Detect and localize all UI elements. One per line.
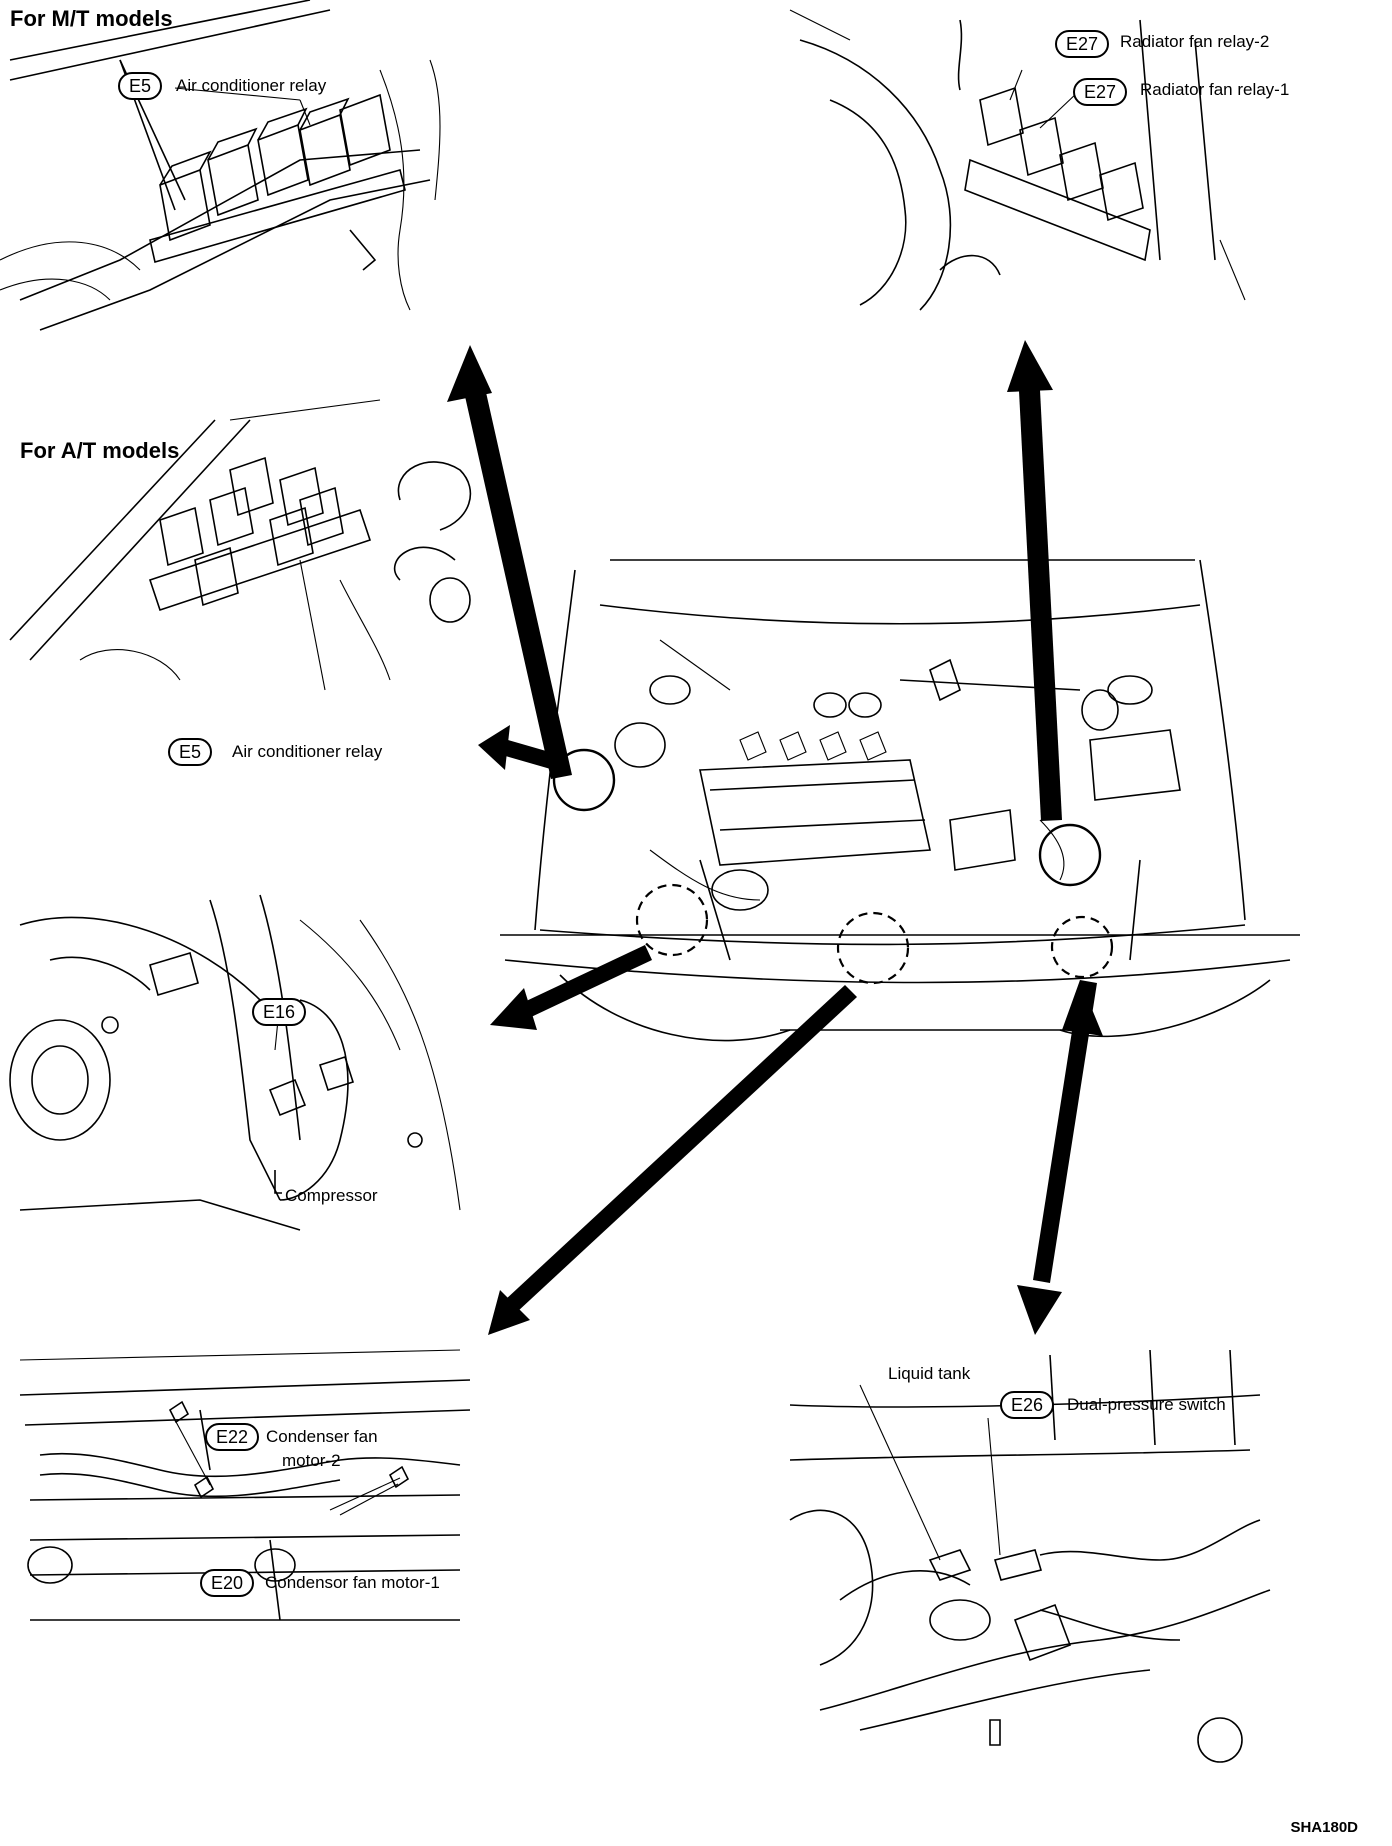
liquid-tank-illustration (789, 1349, 1271, 1763)
at-air-conditioner-relay-label: Air conditioner relay (232, 742, 383, 761)
condenser-fan-illustration (19, 1349, 471, 1621)
e26-connector-tag: E26 (1000, 1391, 1055, 1419)
e22-connector-tag: E22 (205, 1423, 260, 1451)
at-relay-cluster (148, 456, 372, 612)
e27-relay1-connector-tag: E27 (1073, 78, 1128, 106)
condenser-fan-motor-2-label-line1: Condenser fan (266, 1427, 378, 1446)
engine-block (699, 692, 931, 866)
e16-connector-tag: E16 (252, 998, 307, 1026)
at-models-heading: For A/T models (20, 438, 180, 463)
at-e5-connector-tag: E5 (168, 738, 213, 766)
callout-circles (552, 748, 1114, 985)
engine-bay-illustration (500, 559, 1300, 1042)
mt-relay-illustration (0, 0, 441, 331)
mt-relay-row (149, 93, 406, 264)
at-relay-illustration (9, 399, 472, 691)
arrows (447, 340, 1103, 1335)
mt-air-conditioner-relay-label: Air conditioner relay (176, 76, 327, 95)
condensor-fan-motor-1-label: Condensor fan motor-1 (265, 1573, 440, 1592)
dual-pressure-switch-label: Dual-pressure switch (1067, 1395, 1226, 1414)
radiator-fan-relay-illustration (789, 9, 1246, 311)
radiator-fan-relay-2-label: Radiator fan relay-2 (1120, 32, 1270, 51)
e27-relay2-connector-tag: E27 (1055, 30, 1110, 58)
compressor-illustration (9, 894, 461, 1231)
radiator-fan-relay-1-label: Radiator fan relay-1 (1140, 80, 1290, 99)
e20-connector-tag: E20 (200, 1569, 255, 1597)
mt-models-heading: For M/T models (10, 6, 173, 31)
mt-e5-connector-tag: E5 (118, 72, 163, 100)
compressor-label: Compressor (285, 1186, 378, 1205)
condenser-fan-motor-2-label-line2: motor-2 (282, 1451, 341, 1470)
figure-code: SHA180D (1290, 1819, 1358, 1836)
liquid-tank-label: Liquid tank (888, 1364, 971, 1383)
radiator-relay-row (964, 86, 1151, 262)
